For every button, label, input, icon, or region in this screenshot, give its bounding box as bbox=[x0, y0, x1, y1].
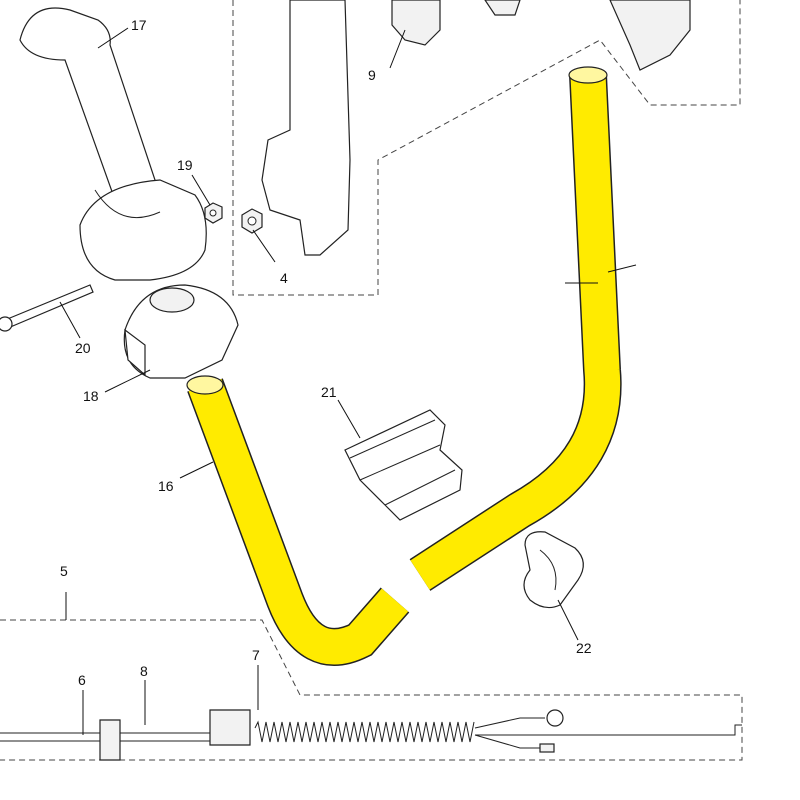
part-20-bolt bbox=[0, 284, 94, 332]
callout-16: 16 bbox=[158, 478, 174, 494]
spade-terminal bbox=[539, 743, 555, 753]
callout-17: 17 bbox=[131, 17, 147, 33]
callout-5: 5 bbox=[60, 563, 68, 579]
callout-21: 21 bbox=[321, 384, 337, 400]
callout-20: 20 bbox=[75, 340, 91, 356]
callout-18: 18 bbox=[83, 388, 99, 404]
part-22-clip bbox=[523, 531, 584, 609]
part-21-bracket bbox=[344, 409, 463, 521]
part-18-clamp bbox=[123, 284, 239, 379]
callout-19: 19 bbox=[177, 157, 193, 173]
tube-highlight-fill bbox=[188, 74, 621, 665]
part-16-handle-tube bbox=[186, 66, 622, 666]
spring-coil bbox=[254, 720, 475, 743]
callout-22: 22 bbox=[576, 640, 592, 656]
callout-8: 8 bbox=[140, 663, 148, 679]
callout-7: 7 bbox=[252, 647, 260, 663]
callout-9: 9 bbox=[368, 67, 376, 83]
callout-4: 4 bbox=[280, 270, 288, 286]
tube-end-left bbox=[186, 375, 224, 395]
cable-assembly bbox=[0, 709, 742, 761]
tube-end-right bbox=[568, 66, 608, 84]
part-9-handle-housing bbox=[261, 0, 691, 256]
leader-lines bbox=[59, 27, 637, 735]
part-7-sleeve bbox=[209, 709, 251, 746]
part-8-connector bbox=[99, 719, 121, 761]
callout-labels: 17 9 19 4 20 18 21 16 5 22 6 8 7 bbox=[60, 17, 592, 688]
ring-terminal bbox=[546, 709, 564, 727]
callout-6: 6 bbox=[78, 672, 86, 688]
upper-assembly-boundary bbox=[232, 0, 741, 296]
dashed-boundaries bbox=[0, 0, 743, 761]
part-17-handle-grip bbox=[19, 7, 207, 281]
part-19-nut bbox=[204, 202, 223, 224]
part-4-nut bbox=[241, 208, 263, 234]
